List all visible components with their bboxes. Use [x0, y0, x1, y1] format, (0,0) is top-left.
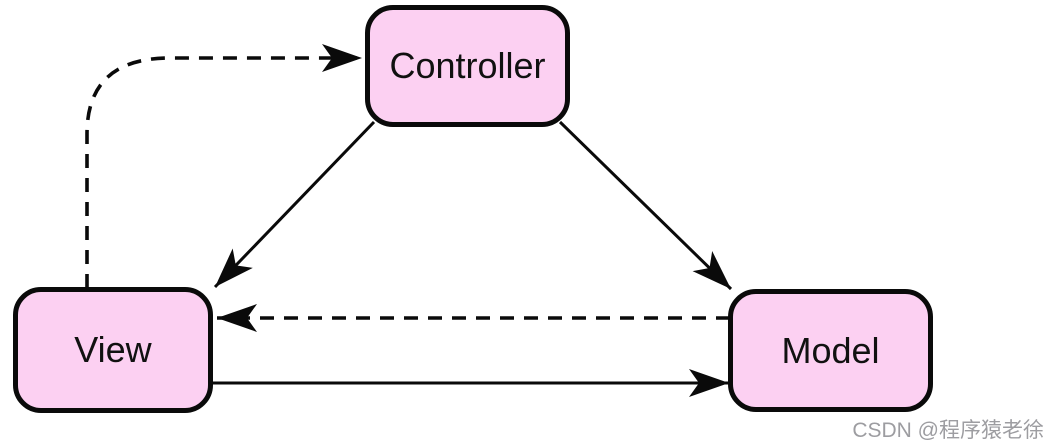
edge-controller-to-model	[558, 120, 733, 291]
node-view: View	[13, 287, 213, 413]
node-controller-label: Controller	[389, 45, 546, 86]
node-view-label: View	[74, 329, 152, 370]
node-model-label: Model	[781, 329, 880, 371]
edge-controller-to-view	[213, 120, 376, 289]
edge-view-to-controller	[85, 44, 362, 288]
watermark: CSDN @程序猿老徐	[852, 418, 1044, 442]
node-model: Model	[728, 289, 933, 412]
node-controller: Controller	[365, 5, 570, 127]
